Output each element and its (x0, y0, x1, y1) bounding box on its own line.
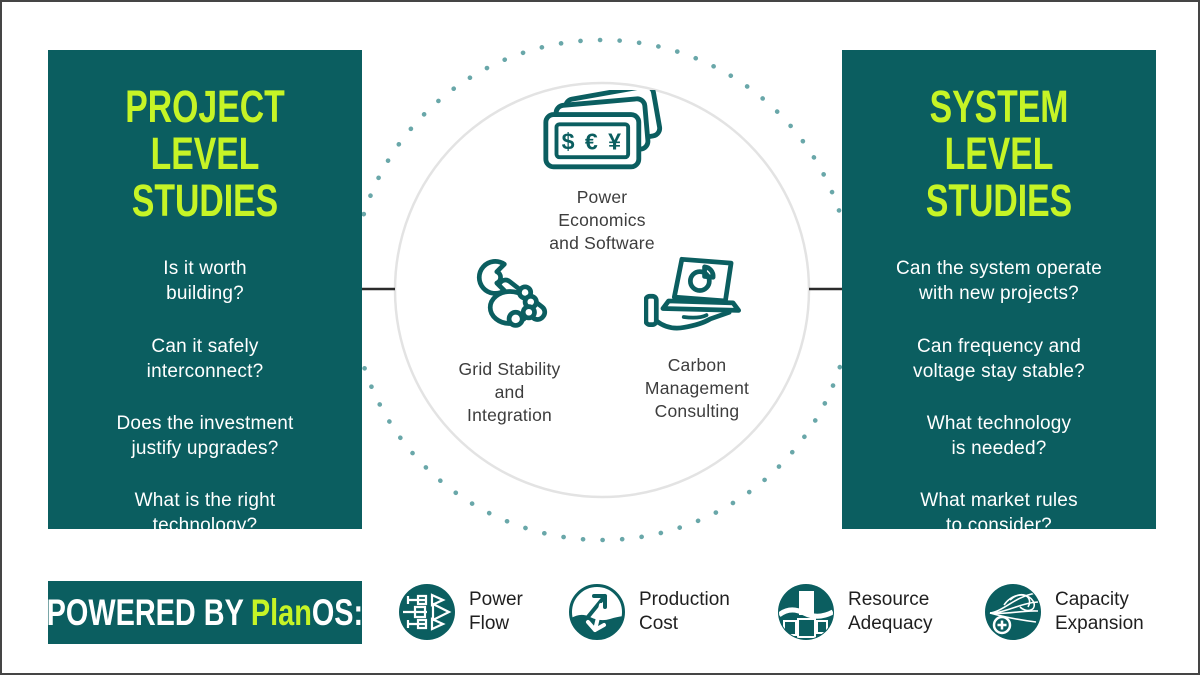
system-level-panel: SYSTEM LEVEL STUDIES Can the system oper… (842, 50, 1156, 536)
legend-label: Resource Adequacy (848, 589, 933, 634)
capacity-expansion-icon (985, 584, 1041, 640)
project-level-questions: Is it worth building? Can it safely inte… (117, 256, 294, 538)
legend-label: Production Cost (639, 589, 730, 634)
question-item: Can it safely interconnect? (146, 335, 264, 382)
planos-brand-suffix: OS: (311, 592, 364, 633)
legend-label: Power Flow (469, 589, 523, 634)
service-carbon-management: Carbon Management Consulting (602, 254, 792, 423)
service-label: Carbon Management Consulting (644, 355, 750, 422)
production-cost-icon (569, 584, 625, 640)
legend-capacity-expansion: Capacity Expansion (984, 579, 1144, 645)
service-power-economics: $ € ¥ Power Economics and Software (502, 90, 702, 255)
service-label: Grid Stability and Integration (458, 359, 561, 426)
project-level-panel: PROJECT LEVEL STUDIES Is it worth buildi… (48, 50, 362, 536)
power-flow-icon (399, 584, 455, 640)
question-item: What market rules to consider? (920, 489, 1078, 536)
legend-resource-adequacy: Resource Adequacy (777, 579, 933, 645)
planos-brand: Plan (250, 592, 312, 633)
powered-by-prefix: POWERED BY (46, 592, 244, 633)
banknotes-currency-icon: $ € ¥ (543, 90, 663, 170)
project-level-title: PROJECT LEVEL STUDIES (125, 81, 285, 226)
svg-text:$ € ¥: $ € ¥ (562, 128, 623, 154)
legend-power-flow: Power Flow (398, 579, 523, 645)
question-item: Is it worth building? (163, 258, 247, 305)
question-item: What is the right technology? (134, 489, 276, 536)
system-level-questions: Can the system operate with new projects… (896, 256, 1102, 538)
question-item: Does the investment justify upgrades? (116, 412, 294, 459)
question-item: Can frequency and voltage stay stable? (913, 335, 1085, 382)
legend-production-cost: Production Cost (568, 579, 730, 645)
service-label: Power Economics and Software (549, 187, 655, 254)
resource-adequacy-icon (778, 584, 834, 640)
question-item: Can the system operate with new projects… (895, 258, 1103, 305)
question-item: What technology is needed? (926, 412, 1072, 459)
laptop-pie-chart-hand-icon (644, 256, 742, 331)
system-level-title: SYSTEM LEVEL STUDIES (925, 81, 1073, 226)
legend-label: Capacity Expansion (1055, 589, 1144, 634)
service-grid-stability: Grid Stability and Integration (417, 252, 602, 427)
hand-wrench-icon (476, 259, 547, 328)
